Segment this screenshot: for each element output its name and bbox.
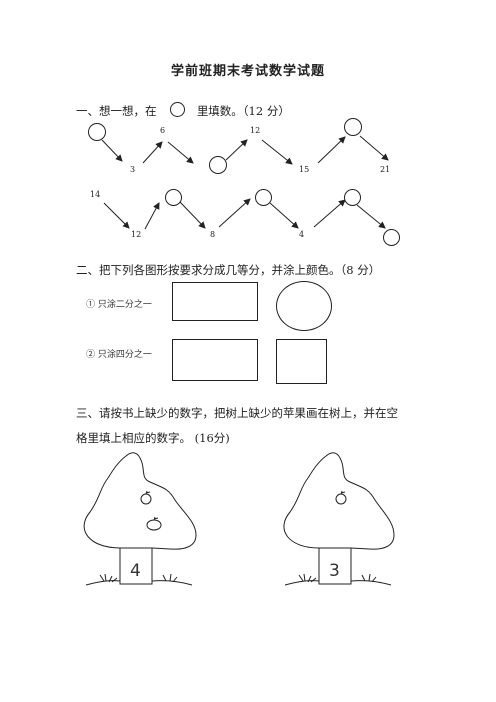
tree2-ground [284,580,392,586]
blank-circle-icon [170,102,186,117]
arrow-r2-3 [179,201,206,229]
tree2-apple-1 [335,493,347,505]
tree1-canopy [83,452,197,550]
number-r2-14: 14 [90,190,101,199]
arrow-r1-6 [317,136,346,164]
section2-heading: 二、把下列各图形按要求分成几等分，并涂上颜色。（8 分） [76,263,381,277]
tree1-trunk [119,547,153,585]
answer-circle-r2-3[interactable] [344,189,361,206]
number-r2-12: 12 [131,230,142,239]
arrow-r2-6 [313,199,346,228]
number-r1-21: 21 [380,165,391,174]
arrow-r2-2 [144,202,160,230]
answer-circle-r1-2[interactable] [344,118,362,136]
tree1-number: 4 [130,561,141,581]
tree1-apple-2 [146,519,162,531]
arrow-r1-7 [359,135,389,161]
tree2-trunk [318,547,352,585]
answer-circle-r1-3[interactable] [209,156,227,174]
section1-suffix: 里填数。（12 分） [196,104,290,118]
tree1-ground [85,580,193,586]
tree2-number: 3 [329,561,340,581]
arrow-r1-1 [101,139,123,162]
section1-heading: 一、想一想，在 里填数。（12 分） [76,100,290,119]
number-r1-15: 15 [299,165,310,174]
section2-item1-label: ① 只涂二分之一 [86,300,152,310]
answer-circle-r2-4[interactable] [383,229,400,246]
arrow-r1-3 [167,141,194,164]
rectangle-shape-2[interactable] [172,339,258,381]
answer-circle-r1-1[interactable] [88,123,106,141]
square-shape[interactable] [276,339,327,384]
section3-line2: 格里填上相应的数字。 (16分) [76,431,230,445]
rectangle-shape[interactable] [172,282,258,321]
answer-circle-r2-1[interactable] [165,189,182,206]
number-r1-6: 6 [160,126,166,135]
number-r1-3: 3 [130,165,136,174]
section1-prefix: 一、想一想，在 [76,104,157,118]
arrow-r1-5 [261,139,293,165]
section3-line1: 三、请按书上缺少的数字，把树上缺少的苹果画在树上，并在空 [76,406,398,420]
tree1-grass [99,573,178,583]
tree1-apple-1 [140,493,152,505]
tree2-canopy [283,452,395,550]
page-title: 学前班期末考试数学试题 [170,64,325,79]
arrow-r1-4 [225,139,248,161]
number-r2-8: 8 [210,230,216,239]
answer-circle-r2-2[interactable] [255,189,272,206]
arrow-r1-2 [142,141,163,164]
section2-item2-label: ② 只涂四分之一 [86,350,152,360]
number-r2-4: 4 [299,230,305,239]
arrow-r2-4 [218,198,251,228]
arrow-r2-7 [356,204,386,229]
tree2-grass [298,573,377,583]
arrow-r2-5 [269,202,299,229]
circle-shape[interactable] [276,281,332,331]
arrow-r2-1 [103,202,130,229]
number-r1-12: 12 [250,126,261,135]
